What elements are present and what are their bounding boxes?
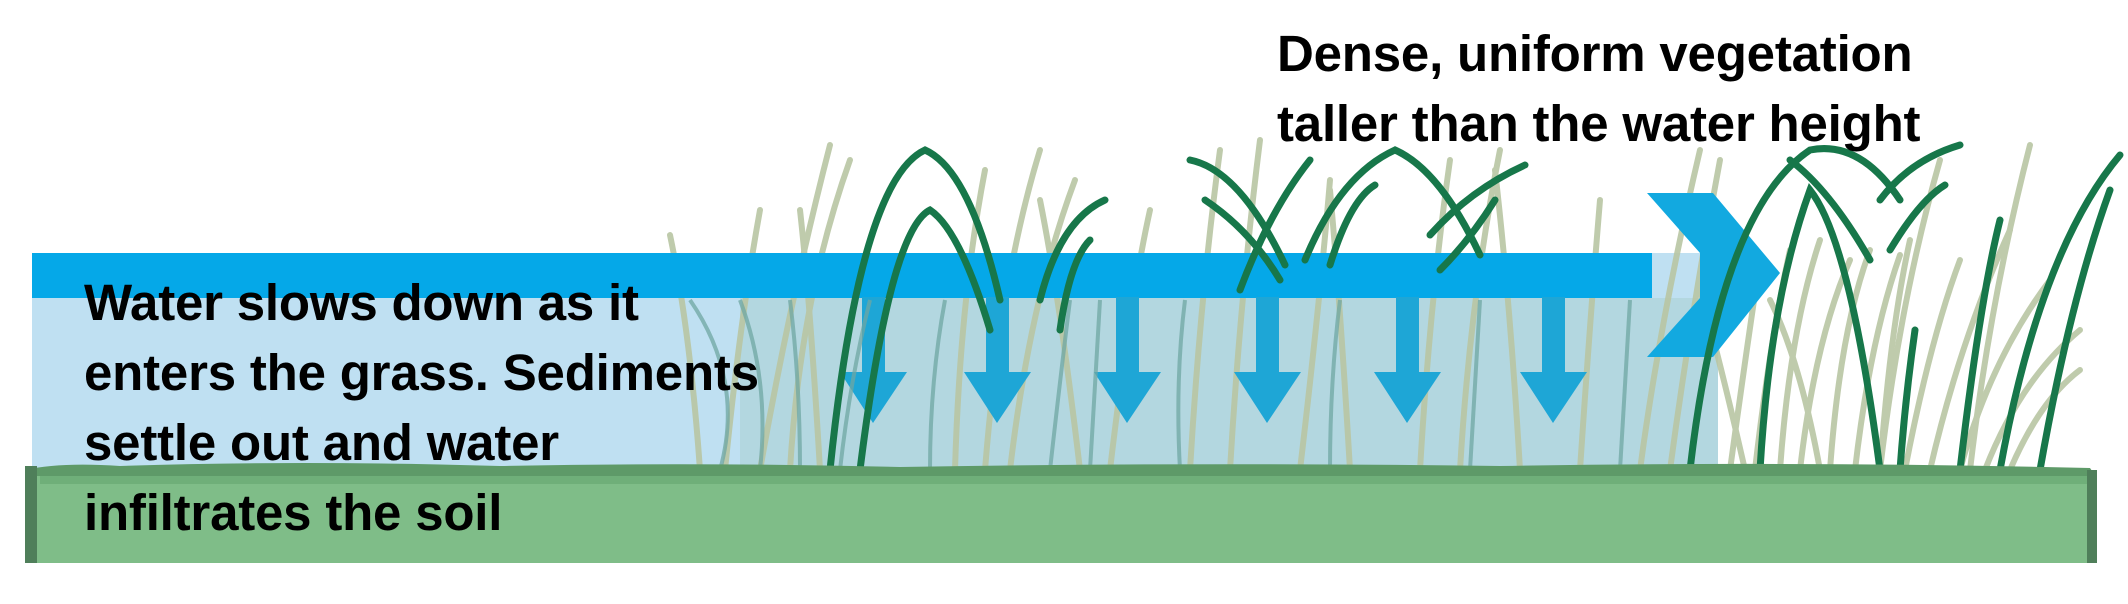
surface-flow-band — [32, 253, 1652, 298]
down-arrow-icon — [1094, 297, 1161, 423]
dark-grass-blades — [826, 141, 2124, 474]
caption-line: infiltrates the soil — [84, 484, 503, 541]
caption-line: taller than the water height — [1277, 95, 1921, 152]
down-arrow-icon — [964, 297, 1031, 423]
water-process-caption: Water slows down as it enters the grass.… — [84, 268, 759, 548]
down-arrow-icon — [1520, 297, 1587, 423]
soil — [25, 476, 2097, 563]
down-arrow-icon — [1234, 297, 1301, 423]
soil-top-edge — [25, 463, 2097, 478]
caption-line: settle out and water — [84, 414, 559, 471]
caption-line: Water slows down as it — [84, 274, 639, 331]
soil-inner-top — [40, 476, 2090, 484]
soil-left-edge — [25, 466, 37, 563]
caption-line: Dense, uniform vegetation — [1277, 25, 1913, 82]
caption-line: enters the grass. Sediments — [84, 344, 759, 401]
down-arrow-icon — [1374, 297, 1441, 423]
submerged-grass-stems — [688, 298, 1632, 471]
soil-right-edge — [2087, 470, 2097, 563]
vegetation-caption: Dense, uniform vegetation taller than th… — [1277, 19, 1921, 159]
